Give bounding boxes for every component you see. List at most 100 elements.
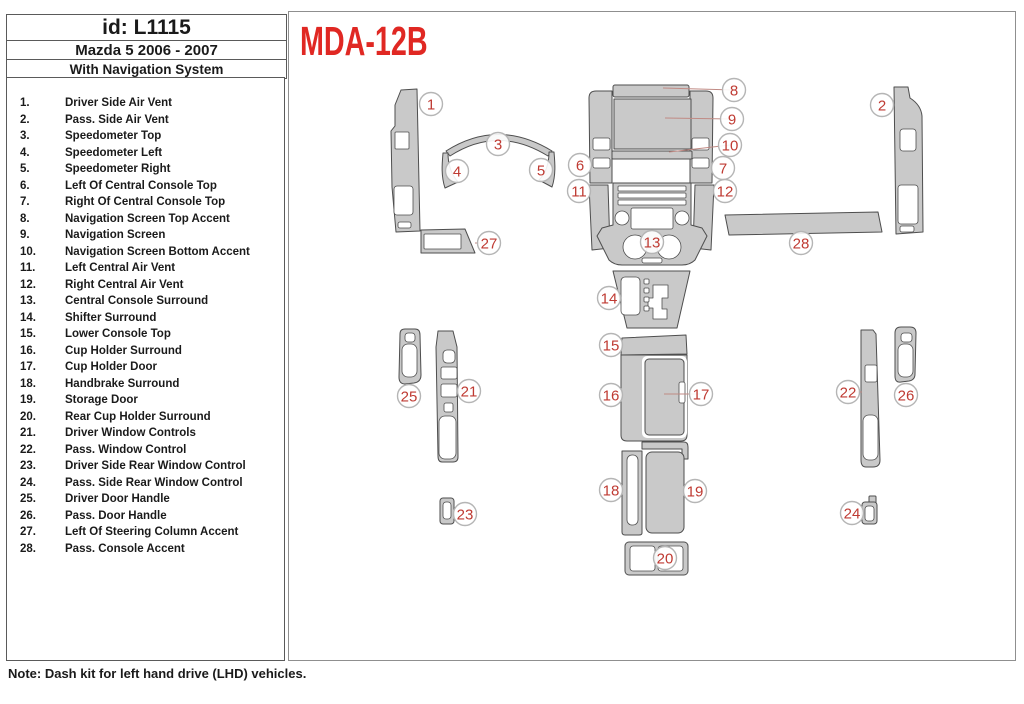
- parts-list-row: 8. Navigation Screen Top Accent: [7, 211, 284, 228]
- part-name: Left Central Air Vent: [65, 262, 176, 274]
- part-marker-circle-27: [476, 230, 502, 256]
- part-number: 5.: [20, 163, 30, 175]
- note-text: Note: Dash kit for left hand drive (LHD)…: [8, 666, 307, 681]
- part-name: Speedometer Right: [65, 163, 171, 175]
- part-name: Pass. Side Air Vent: [65, 113, 169, 126]
- part-marker-number-7: 7: [719, 160, 727, 177]
- part-10-shape: [611, 150, 693, 160]
- part-number: 21.: [20, 427, 36, 439]
- parts-list-row: 13. Central Console Surround: [7, 293, 284, 310]
- part-25-shape: [398, 328, 422, 385]
- part-18-shape: [621, 441, 689, 536]
- part-marker-circle-24: [839, 500, 865, 526]
- part-name: Pass. Console Accent: [65, 542, 185, 555]
- parts-list-row: 12. Right Central Air Vent: [7, 277, 284, 294]
- part-number: 20.: [20, 410, 36, 423]
- part-marker-number-9: 9: [728, 111, 736, 128]
- part-marker-number-28: 28: [793, 235, 810, 252]
- part-marker-number-19: 19: [687, 483, 704, 500]
- part-number: 25.: [20, 493, 36, 505]
- part-marker-number-17: 17: [693, 386, 710, 403]
- part-marker-number-11: 11: [571, 183, 587, 200]
- parts-list-row: 17. Cup Holder Door: [7, 359, 284, 376]
- part-number: 27.: [20, 526, 36, 538]
- part-2-shape: [893, 86, 924, 235]
- part-marker-circle-18: [598, 477, 624, 503]
- part-14-shape: [612, 270, 691, 329]
- part-8-shape: [612, 84, 690, 98]
- part-marker-number-4: 4: [453, 163, 461, 180]
- part-26-shape: [894, 326, 917, 383]
- vehicle-text: Mazda 5 2006 - 2007: [75, 42, 218, 59]
- diagram-panel: MDA-12B: [288, 11, 1016, 661]
- part-marker-number-23: 23: [457, 506, 474, 523]
- part-number: 14.: [20, 311, 36, 324]
- part-marker-circle-12: [712, 178, 738, 204]
- part-name: Shifter Surround: [65, 311, 157, 324]
- part-24-shape: [861, 495, 878, 525]
- part-marker-number-26: 26: [898, 387, 915, 404]
- part-name: Central Console Surround: [65, 295, 209, 307]
- vehicle-box: Mazda 5 2006 - 2007: [6, 40, 287, 61]
- part-name: Navigation Screen Bottom Accent: [65, 245, 250, 258]
- part-marker-circle-5: [528, 157, 554, 183]
- parts-list-row: 9. Navigation Screen: [7, 227, 284, 244]
- part-name: Cup Holder Door: [65, 361, 157, 373]
- part-number: 15.: [20, 328, 36, 340]
- parts-list-row: 2. Pass. Side Air Vent: [7, 112, 284, 129]
- kit-id-text: id: L1115: [102, 16, 191, 39]
- part-15-shape: [620, 334, 688, 356]
- part-number: 13.: [20, 295, 36, 307]
- part-marker-number-8: 8: [730, 82, 738, 99]
- part-marker-circle-15: [598, 332, 624, 358]
- parts-list-row: 5. Speedometer Right: [7, 161, 284, 178]
- part-marker-number-21: 21: [461, 383, 478, 400]
- part-number: 1.: [20, 97, 30, 109]
- part-name: Pass. Door Handle: [65, 509, 167, 522]
- part-name: Storage Door: [65, 394, 138, 406]
- part-marker-circle-4: [444, 158, 470, 184]
- parts-list-row: 10. Navigation Screen Bottom Accent: [7, 244, 284, 261]
- part-marker-circle-23: [452, 501, 478, 527]
- part-name: Speedometer Top: [65, 130, 162, 142]
- part-name: Driver Door Handle: [65, 493, 170, 505]
- part-marker-circle-6: [567, 152, 593, 178]
- variant-box: With Navigation System: [6, 59, 287, 79]
- part-number: 10.: [20, 245, 36, 258]
- parts-list-row: 14. Shifter Surround: [7, 310, 284, 327]
- part-marker-number-14: 14: [601, 290, 618, 307]
- part-number: 28.: [20, 542, 36, 555]
- part-1-shape: [390, 88, 421, 233]
- part-marker-number-15: 15: [603, 337, 620, 354]
- parts-list-row: 20. Rear Cup Holder Surround: [7, 409, 284, 426]
- part-marker-number-20: 20: [657, 550, 674, 567]
- part-marker-circle-20: [652, 545, 678, 571]
- parts-list-row: 23. Driver Side Rear Window Control: [7, 458, 284, 475]
- part-marker-number-16: 16: [603, 387, 620, 404]
- part-marker-number-13: 13: [644, 234, 661, 251]
- part-marker-circle-16: [598, 382, 624, 408]
- part-21-shape: [435, 330, 459, 463]
- part-marker-number-10: 10: [722, 137, 739, 154]
- part-number: 9.: [20, 229, 30, 241]
- dash-kit-diagram: 1234567891011121314151617181920212223242…: [390, 77, 924, 576]
- part-marker-number-1: 1: [427, 96, 435, 113]
- part-marker-circle-9: [719, 106, 745, 132]
- part-9-shape: [613, 98, 692, 150]
- parts-list-row: 24. Pass. Side Rear Window Control: [7, 475, 284, 492]
- part-number: 12.: [20, 278, 36, 291]
- part-marker-number-25: 25: [401, 388, 418, 405]
- part-name: Rear Cup Holder Surround: [65, 410, 211, 423]
- part-name: Lower Console Top: [65, 328, 171, 340]
- part-marker-circle-28: [788, 230, 814, 256]
- parts-list-row: 1. Driver Side Air Vent: [7, 95, 284, 112]
- part-name: Driver Side Rear Window Control: [65, 460, 246, 472]
- part-number: 24.: [20, 476, 36, 489]
- parts-list-row: 3. Speedometer Top: [7, 128, 284, 145]
- part-marker-circle-14: [596, 285, 622, 311]
- part-marker-circle-26: [893, 382, 919, 408]
- part-marker-circle-22: [835, 379, 861, 405]
- part-marker-circle-1: [418, 91, 444, 117]
